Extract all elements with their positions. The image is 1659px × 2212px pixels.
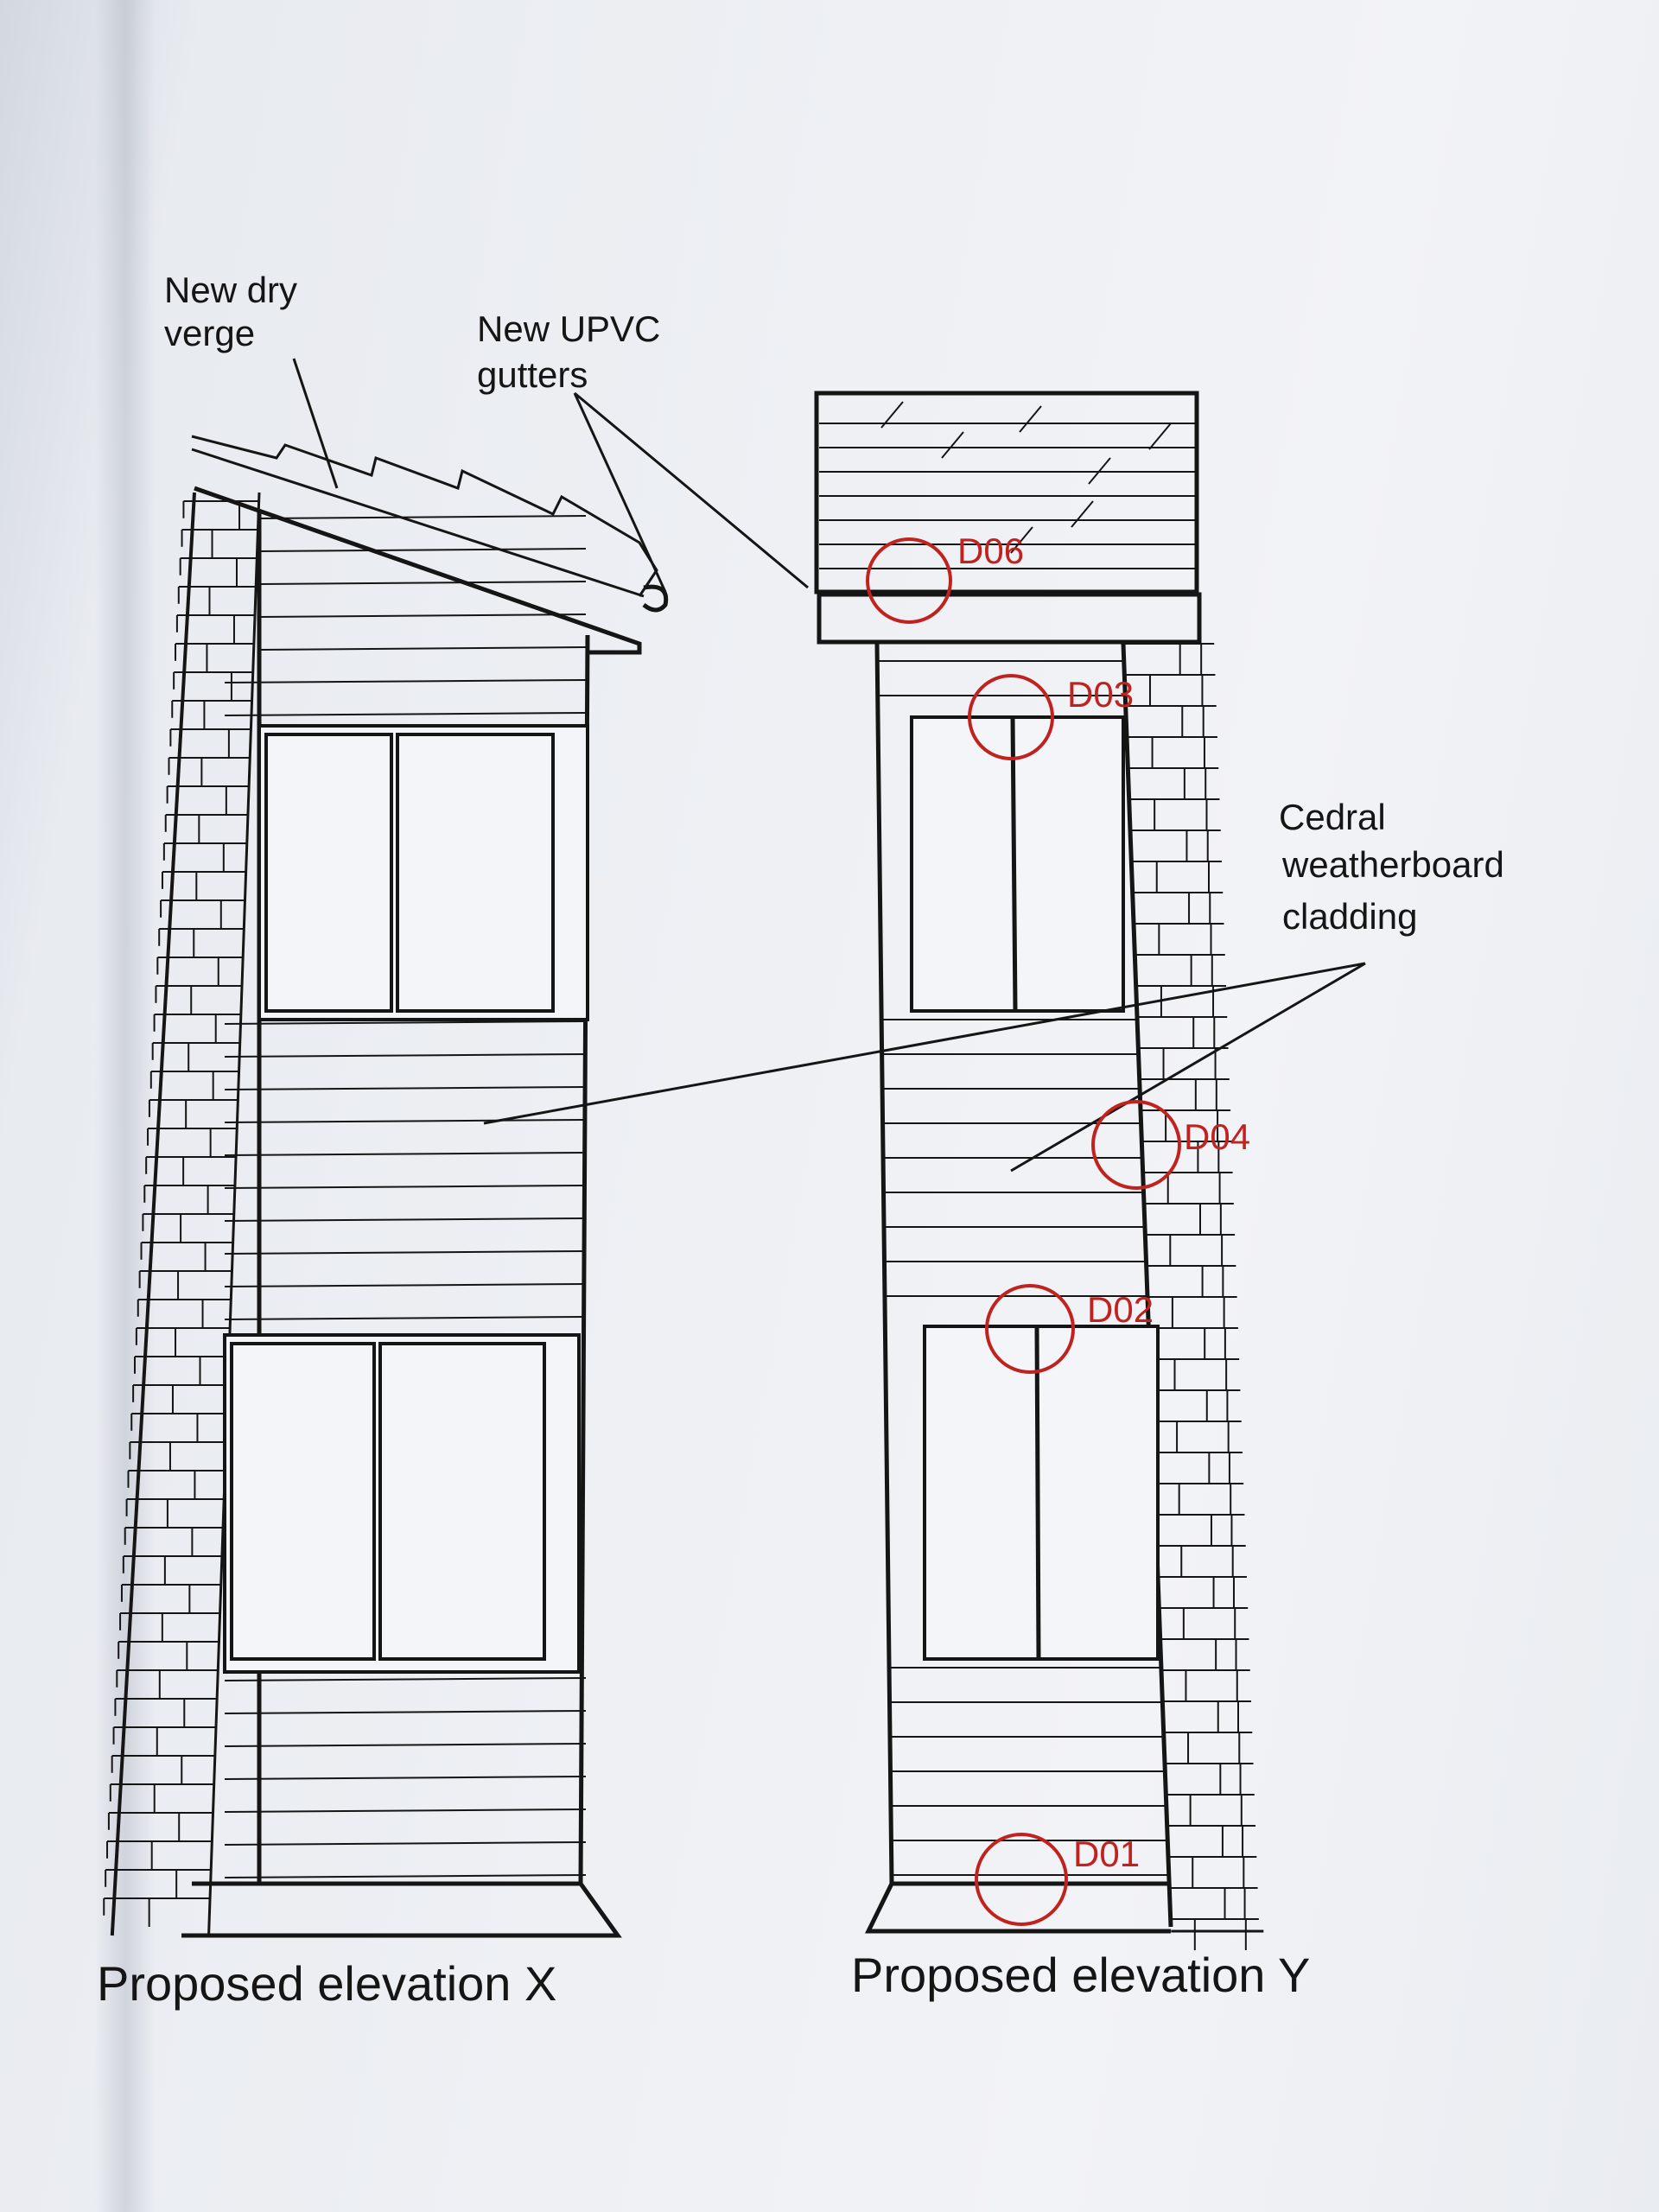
roof-hatch [1010, 526, 1033, 554]
paper-fold [95, 0, 156, 2212]
leader-cladding [483, 962, 1366, 1173]
elevation-y-roof-block [814, 391, 1199, 594]
cladding-board [224, 1185, 587, 1189]
elevation-y-plinth [864, 1881, 1171, 1934]
leader-lines [292, 358, 1366, 1173]
elevation-y-wall-edges [874, 643, 1173, 1928]
cladding-board [224, 1316, 587, 1320]
elevation-x-title: Proposed elevation X [97, 1956, 556, 2011]
elevation-y-roof-lines [819, 401, 1197, 569]
cladding-board [224, 1086, 587, 1090]
leader-dry-verge [292, 358, 339, 489]
cladding-board [224, 1152, 587, 1156]
cladding-board [224, 1841, 587, 1846]
roof-hatch [1019, 405, 1042, 433]
note-gutters-line1: New UPVC [477, 308, 660, 349]
detail-label-d06: D06 [957, 531, 1024, 571]
cladding-board [224, 679, 587, 683]
detail-circle-d02 [985, 1284, 1075, 1374]
elevation-x-cladding [224, 515, 587, 1878]
cladding-board [258, 515, 587, 519]
cladding-board [224, 1776, 587, 1780]
elevation-y-fascia [817, 592, 1202, 645]
elevation-x [103, 435, 669, 1938]
elevation-x-lower-window-right [378, 1342, 546, 1661]
roof-hatch [1148, 423, 1172, 450]
cladding-board [224, 712, 587, 716]
cladding-board [224, 1020, 587, 1025]
detail-label-d01: D01 [1073, 1834, 1140, 1874]
elevation-y-lower-window-frame [923, 1325, 1160, 1661]
elevation-y-upper-window-frame [910, 715, 1125, 1013]
roof-hatch [941, 431, 964, 459]
note-cladding-line1: Cedral [1279, 797, 1386, 837]
detail-circle-d01 [975, 1833, 1068, 1926]
cladding-board [224, 1710, 587, 1714]
detail-circle-d06 [866, 537, 952, 624]
elevation-x-gutter [642, 584, 669, 613]
cladding-board [224, 1743, 587, 1747]
elevation-y-lower-window-mullion [1034, 1325, 1041, 1660]
elevation-y-brickwork [1123, 643, 1264, 1950]
roof-hatch [880, 401, 904, 429]
elevation-x-lower-window-left [230, 1342, 376, 1661]
note-dry-verge-line2: verge [164, 313, 255, 353]
cladding-board [224, 1119, 587, 1123]
cladding-board [224, 1874, 587, 1878]
elevation-y-cladding [877, 660, 1171, 1876]
cladding-board [224, 1677, 587, 1681]
annotations: New dry verge New UPVC gutters Cedral we… [164, 270, 1504, 937]
elevation-x-upper-window-left [264, 733, 393, 1013]
leader-gutters [573, 391, 809, 593]
elevation-x-roof-underline [191, 448, 645, 598]
note-cladding-line2: weatherboard [1281, 844, 1504, 885]
detail-circle-d03 [968, 674, 1054, 760]
elevation-x-roof-line [194, 486, 642, 655]
elevation-x-roof-tiles [191, 435, 658, 597]
cladding-board [224, 1250, 587, 1255]
note-gutters-line2: gutters [477, 354, 588, 395]
elevation-x-upper-window-right [396, 733, 555, 1013]
elevation-y-title: Proposed elevation Y [851, 1948, 1310, 2002]
detail-label-d02: D02 [1087, 1289, 1154, 1330]
cladding-board [224, 1283, 587, 1287]
cladding-board [224, 1808, 587, 1813]
roof-hatch [1088, 457, 1111, 485]
roof-hatch [1071, 500, 1094, 528]
cladding-board [258, 613, 587, 618]
note-dry-verge-line1: New dry [164, 270, 297, 310]
elevation-x-brickwork [103, 492, 261, 1936]
cladding-board [258, 581, 587, 585]
cladding-board [224, 1053, 587, 1058]
cladding-board [258, 548, 587, 552]
detail-markers: D06 D03 D04 D02 D01 [866, 531, 1250, 1926]
elevation-x-plinth [181, 1881, 622, 1938]
detail-label-d04: D04 [1184, 1116, 1250, 1157]
elevation-y-upper-window-mullion [1010, 716, 1018, 1012]
note-cladding-line3: cladding [1282, 896, 1417, 937]
detail-circle-d04 [1091, 1100, 1181, 1190]
detail-label-d03: D03 [1067, 674, 1134, 715]
cladding-board [224, 1217, 587, 1222]
cladding-board [258, 646, 587, 651]
elevation-y [814, 391, 1264, 1950]
